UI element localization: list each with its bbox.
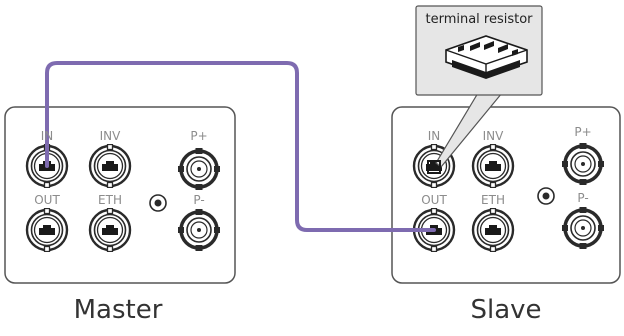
master-in-label: IN <box>40 129 54 143</box>
master-inv-port <box>88 144 132 188</box>
master-out-label: OUT <box>34 193 60 207</box>
slave-ground-screw <box>537 187 555 205</box>
network-cable <box>45 61 436 232</box>
slave-out-label: OUT <box>421 193 447 207</box>
slave-p-minus-label: P- <box>577 191 589 205</box>
slave-inv-port <box>471 144 515 188</box>
slave-inv-label: INV <box>482 129 504 143</box>
master-out-port <box>25 208 69 252</box>
master-eth-label: ETH <box>98 193 122 207</box>
master-caption: Master <box>73 295 163 325</box>
terminal-resistor-plugged <box>427 160 441 174</box>
slave-p-plus-label: P+ <box>574 125 592 139</box>
slave-eth-port <box>471 208 515 252</box>
terminal-resistor-label: terminal resistor <box>425 12 533 27</box>
master-panel <box>4 106 236 284</box>
master-p-minus-label: P- <box>193 193 205 207</box>
slave-eth-label: ETH <box>481 193 505 207</box>
terminal-resistor-callout <box>415 5 543 174</box>
master-eth-port <box>88 208 132 252</box>
slave-in-label: IN <box>427 129 441 143</box>
terminal-resistor-plug-icon <box>445 35 528 79</box>
master-p-plus-label: P+ <box>190 129 208 143</box>
master-inv-label: INV <box>99 129 121 143</box>
master-ground-screw <box>149 194 167 212</box>
slave-caption: Slave <box>470 295 542 325</box>
